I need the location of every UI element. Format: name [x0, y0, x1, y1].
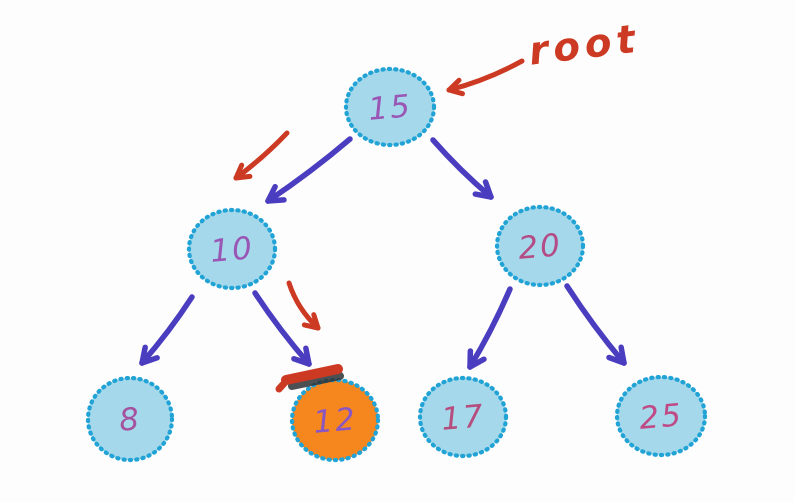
tree-node-8: 8 [85, 375, 175, 463]
tree-edges [139, 136, 627, 370]
trace-arrow-to-12 [286, 280, 321, 331]
edge-10-to-12 [252, 290, 312, 367]
node-circle [85, 375, 175, 463]
edge-20-to-17 [467, 286, 513, 370]
edge-20-to-25 [564, 283, 627, 366]
highlight-mark-stroke [281, 364, 343, 385]
tree-node-17: 17 [417, 375, 509, 459]
tree-node-12: 12 [289, 377, 381, 463]
node-label-12: 12 [312, 401, 358, 441]
node-circle [494, 204, 586, 288]
node-label-10: 10 [209, 230, 255, 270]
tree-node-20: 20 [494, 204, 586, 288]
highlight-mark-shadow [288, 372, 344, 390]
node-label-15: 15 [367, 88, 413, 128]
node-circle [417, 375, 509, 459]
node-circle [614, 374, 708, 458]
tree-node-10: 10 [186, 207, 278, 291]
tree-nodes: 15 10 20 8 12 17 25 [85, 66, 708, 463]
tree-node-25: 25 [614, 374, 708, 458]
red-annotations: root [233, 16, 643, 393]
edge-15-to-10 [265, 136, 353, 204]
root-pointer-arrow [446, 58, 525, 97]
edge-10-to-8 [139, 294, 195, 366]
node-circle [186, 207, 278, 291]
node-label-8: 8 [118, 401, 143, 439]
node-label-17: 17 [440, 398, 486, 438]
highlight-mark-curl [275, 375, 292, 393]
node-label-20: 20 [517, 227, 563, 267]
tree-node-15: 15 [343, 66, 437, 148]
trace-arrow-to-10 [233, 130, 290, 181]
highlight-mark [275, 364, 344, 393]
node-label-25: 25 [638, 397, 684, 437]
edge-15-to-20 [430, 137, 494, 200]
node-circle [343, 66, 437, 148]
root-label: root [526, 16, 642, 74]
